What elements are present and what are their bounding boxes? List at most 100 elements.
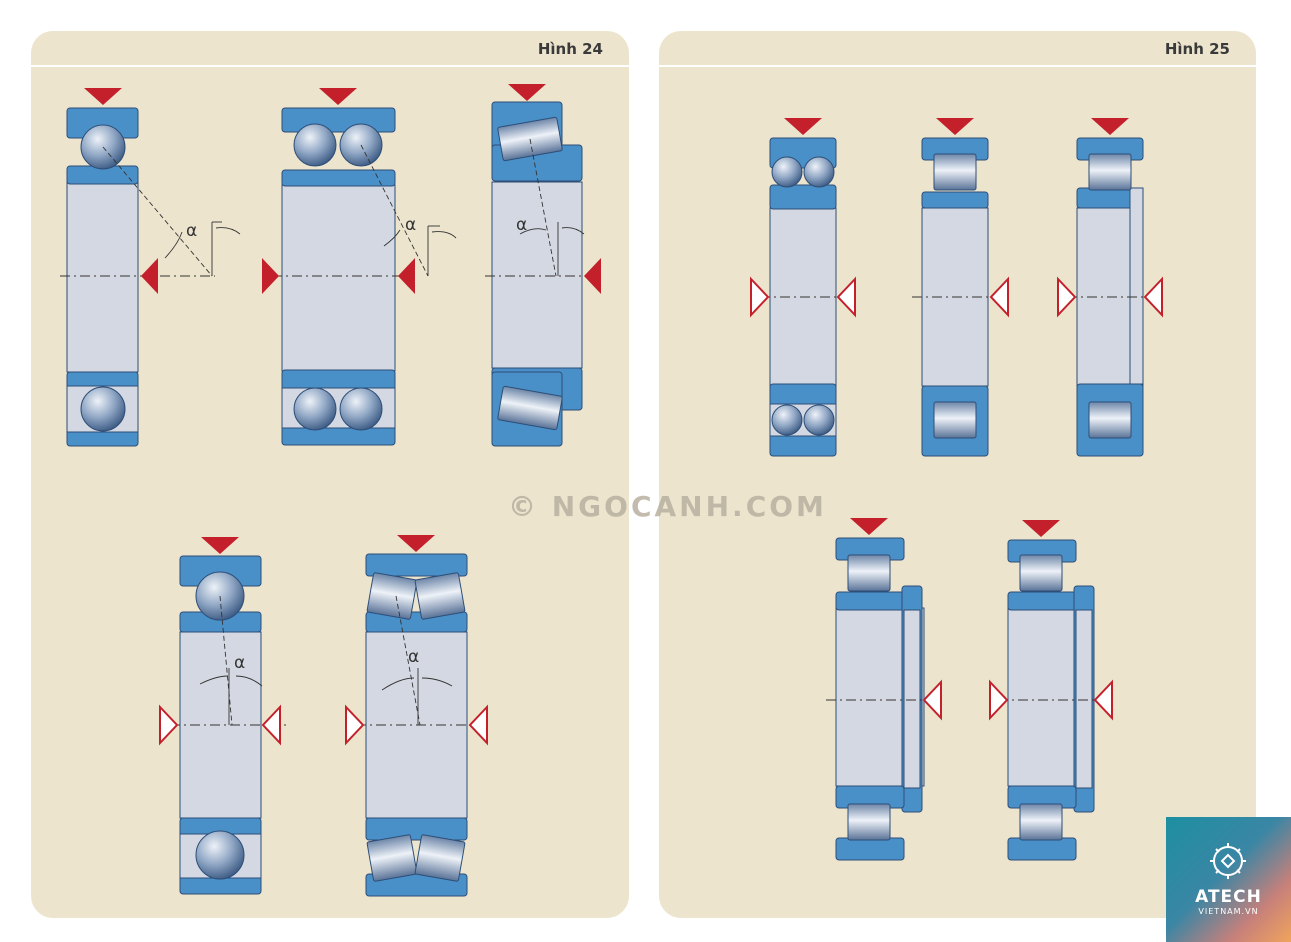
- load-arrow-icon: [508, 84, 546, 101]
- contact-line: [395, 595, 421, 726]
- contact-line: [360, 144, 429, 277]
- logo-name: ATECH: [1195, 887, 1262, 907]
- cylindrical-roller-bearing-nj: [826, 518, 942, 861]
- load-arrow-icon: [261, 704, 281, 746]
- double-row-deep-groove-ball-bearing: [750, 118, 856, 457]
- ball: [80, 386, 126, 432]
- ring: [835, 837, 905, 861]
- angle-label: α: [186, 221, 197, 241]
- logo-site: VIETNAM.VN: [1198, 907, 1259, 916]
- angle-arc: [381, 677, 415, 691]
- cylindrical-roller-bearing-nup: [989, 520, 1113, 861]
- cylindrical-roller-bearing-nu: [912, 118, 1009, 457]
- ring: [365, 553, 468, 577]
- ring: [769, 184, 837, 210]
- contact-line: [102, 146, 213, 277]
- angle-arc: [421, 677, 453, 687]
- self-aligning-ball-bearing: α: [159, 537, 290, 895]
- ring: [1007, 837, 1077, 861]
- load-arrow-icon: [922, 679, 942, 721]
- angle-arc: [164, 231, 183, 259]
- load-arrow-icon: [468, 704, 488, 746]
- ball: [339, 387, 383, 431]
- roller: [414, 572, 466, 620]
- roller: [933, 153, 977, 191]
- bore: [66, 181, 139, 373]
- load-arrow-icon: [750, 276, 770, 318]
- roller: [933, 401, 977, 439]
- angle-arc: [215, 227, 241, 235]
- gear-robot-icon: [1210, 843, 1246, 879]
- ring: [365, 817, 468, 841]
- roller: [1019, 554, 1063, 592]
- angle-label: α: [516, 215, 527, 235]
- bore: [1075, 609, 1093, 789]
- ball: [803, 404, 835, 436]
- ball: [771, 404, 803, 436]
- roller: [847, 803, 891, 841]
- angle-label: α: [405, 215, 416, 235]
- load-arrow-icon: [784, 118, 822, 135]
- double-row-angular-contact-ball-bearing: α: [262, 88, 457, 446]
- load-arrow-icon: [262, 258, 279, 294]
- roller: [414, 834, 466, 882]
- inner-ring-gap: [1129, 187, 1144, 385]
- load-arrow-icon: [1091, 118, 1129, 135]
- load-arrow-icon: [1057, 276, 1077, 318]
- ring: [1007, 591, 1077, 611]
- load-arrow-icon: [159, 704, 179, 746]
- ball: [293, 387, 337, 431]
- load-arrow-icon: [141, 258, 158, 294]
- angle-arc: [561, 227, 585, 235]
- load-arrow-icon: [345, 704, 365, 746]
- angle-label: α: [234, 653, 245, 673]
- contact-line: [219, 595, 233, 726]
- contact-line: [529, 138, 557, 277]
- roller: [366, 834, 418, 882]
- angular-contact-ball-bearing: α: [60, 88, 241, 447]
- load-arrow-icon: [989, 276, 1009, 318]
- ring: [835, 591, 905, 611]
- angle-arc: [199, 675, 229, 685]
- bore: [903, 609, 921, 789]
- load-arrow-icon: [84, 88, 122, 105]
- load-arrow-icon: [201, 537, 239, 554]
- watermark: © NGOCANH.COM: [508, 490, 827, 523]
- spherical-roller-bearing: α: [345, 535, 488, 897]
- load-arrow-icon: [836, 276, 856, 318]
- angle-arc: [519, 228, 547, 235]
- roller: [847, 554, 891, 592]
- ball: [771, 156, 803, 188]
- angle-label: α: [408, 647, 419, 667]
- ring: [281, 169, 396, 187]
- ball: [293, 123, 337, 167]
- load-arrow-icon: [1093, 679, 1113, 721]
- figure-24-header: Hình 24: [31, 31, 629, 67]
- load-arrow-icon: [850, 518, 888, 535]
- angle-arc: [383, 229, 401, 247]
- ring: [281, 107, 396, 133]
- roller: [497, 385, 563, 431]
- cylindrical-roller-bearing-n: [1057, 118, 1163, 457]
- bore: [281, 184, 396, 372]
- ring: [365, 611, 468, 633]
- load-arrow-icon: [398, 258, 415, 294]
- figure-25-header: Hình 25: [659, 31, 1256, 67]
- ring: [921, 191, 989, 209]
- load-arrow-icon: [397, 535, 435, 552]
- roller: [1088, 401, 1132, 439]
- load-arrow-icon: [584, 258, 601, 294]
- figure-25-title: Hình 25: [1164, 40, 1230, 58]
- figure-24-title: Hình 24: [537, 40, 603, 58]
- angle-arc: [235, 675, 263, 687]
- bore: [491, 181, 583, 369]
- ball: [195, 830, 245, 880]
- load-arrow-icon: [989, 679, 1009, 721]
- load-arrow-icon: [936, 118, 974, 135]
- atech-logo: ATECH VIETNAM.VN: [1166, 817, 1291, 942]
- load-arrow-icon: [1022, 520, 1060, 537]
- roller: [1088, 153, 1132, 191]
- tapered-roller-bearing: α: [485, 84, 601, 447]
- roller: [366, 572, 418, 620]
